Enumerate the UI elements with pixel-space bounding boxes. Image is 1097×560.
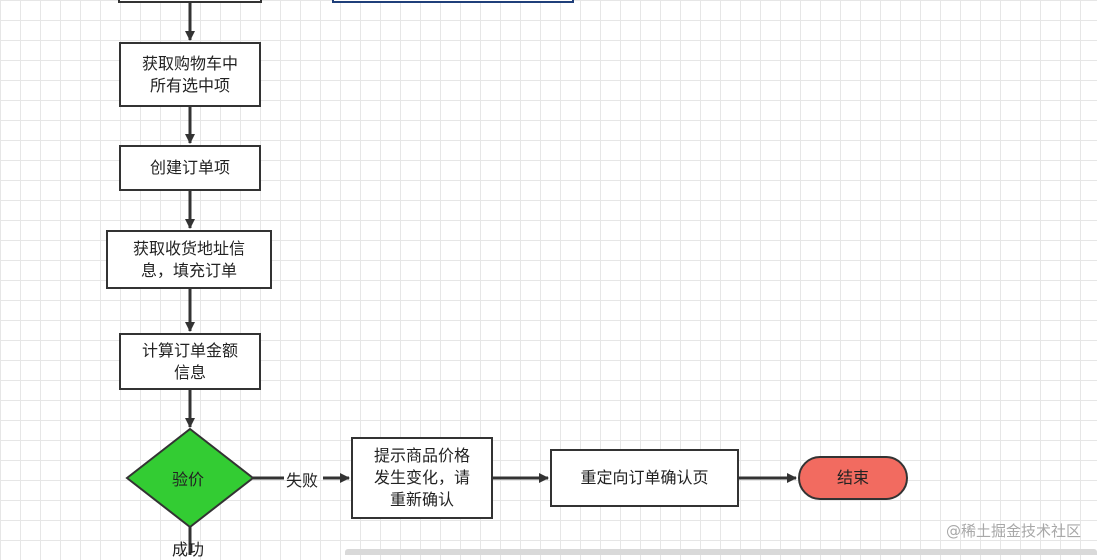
edge-label-success: 成功: [172, 540, 205, 559]
node-create-items: 创建订单项: [119, 145, 261, 191]
node-calc-amount: 计算订单金额 信息: [119, 333, 261, 390]
node-end: 结束: [798, 456, 908, 500]
decision-label: 验价: [172, 470, 205, 489]
node-get-selected: 获取购物车中 所有选中项: [119, 42, 261, 107]
edge-label-fail: 失败: [286, 471, 319, 490]
node-get-address: 获取收货地址信 息，填充订单: [106, 230, 272, 289]
partial-top-node: [118, 0, 262, 3]
decision-diamond: [125, 427, 255, 529]
watermark: @稀土掘金技术社区: [945, 522, 1081, 540]
node-price-changed: 提示商品价格 发生变化，请 重新确认: [351, 437, 493, 519]
node-redirect: 重定向订单确认页: [550, 449, 739, 507]
bottom-scroll-edge: [345, 549, 1097, 555]
partial-top-right-node: [332, 0, 574, 3]
